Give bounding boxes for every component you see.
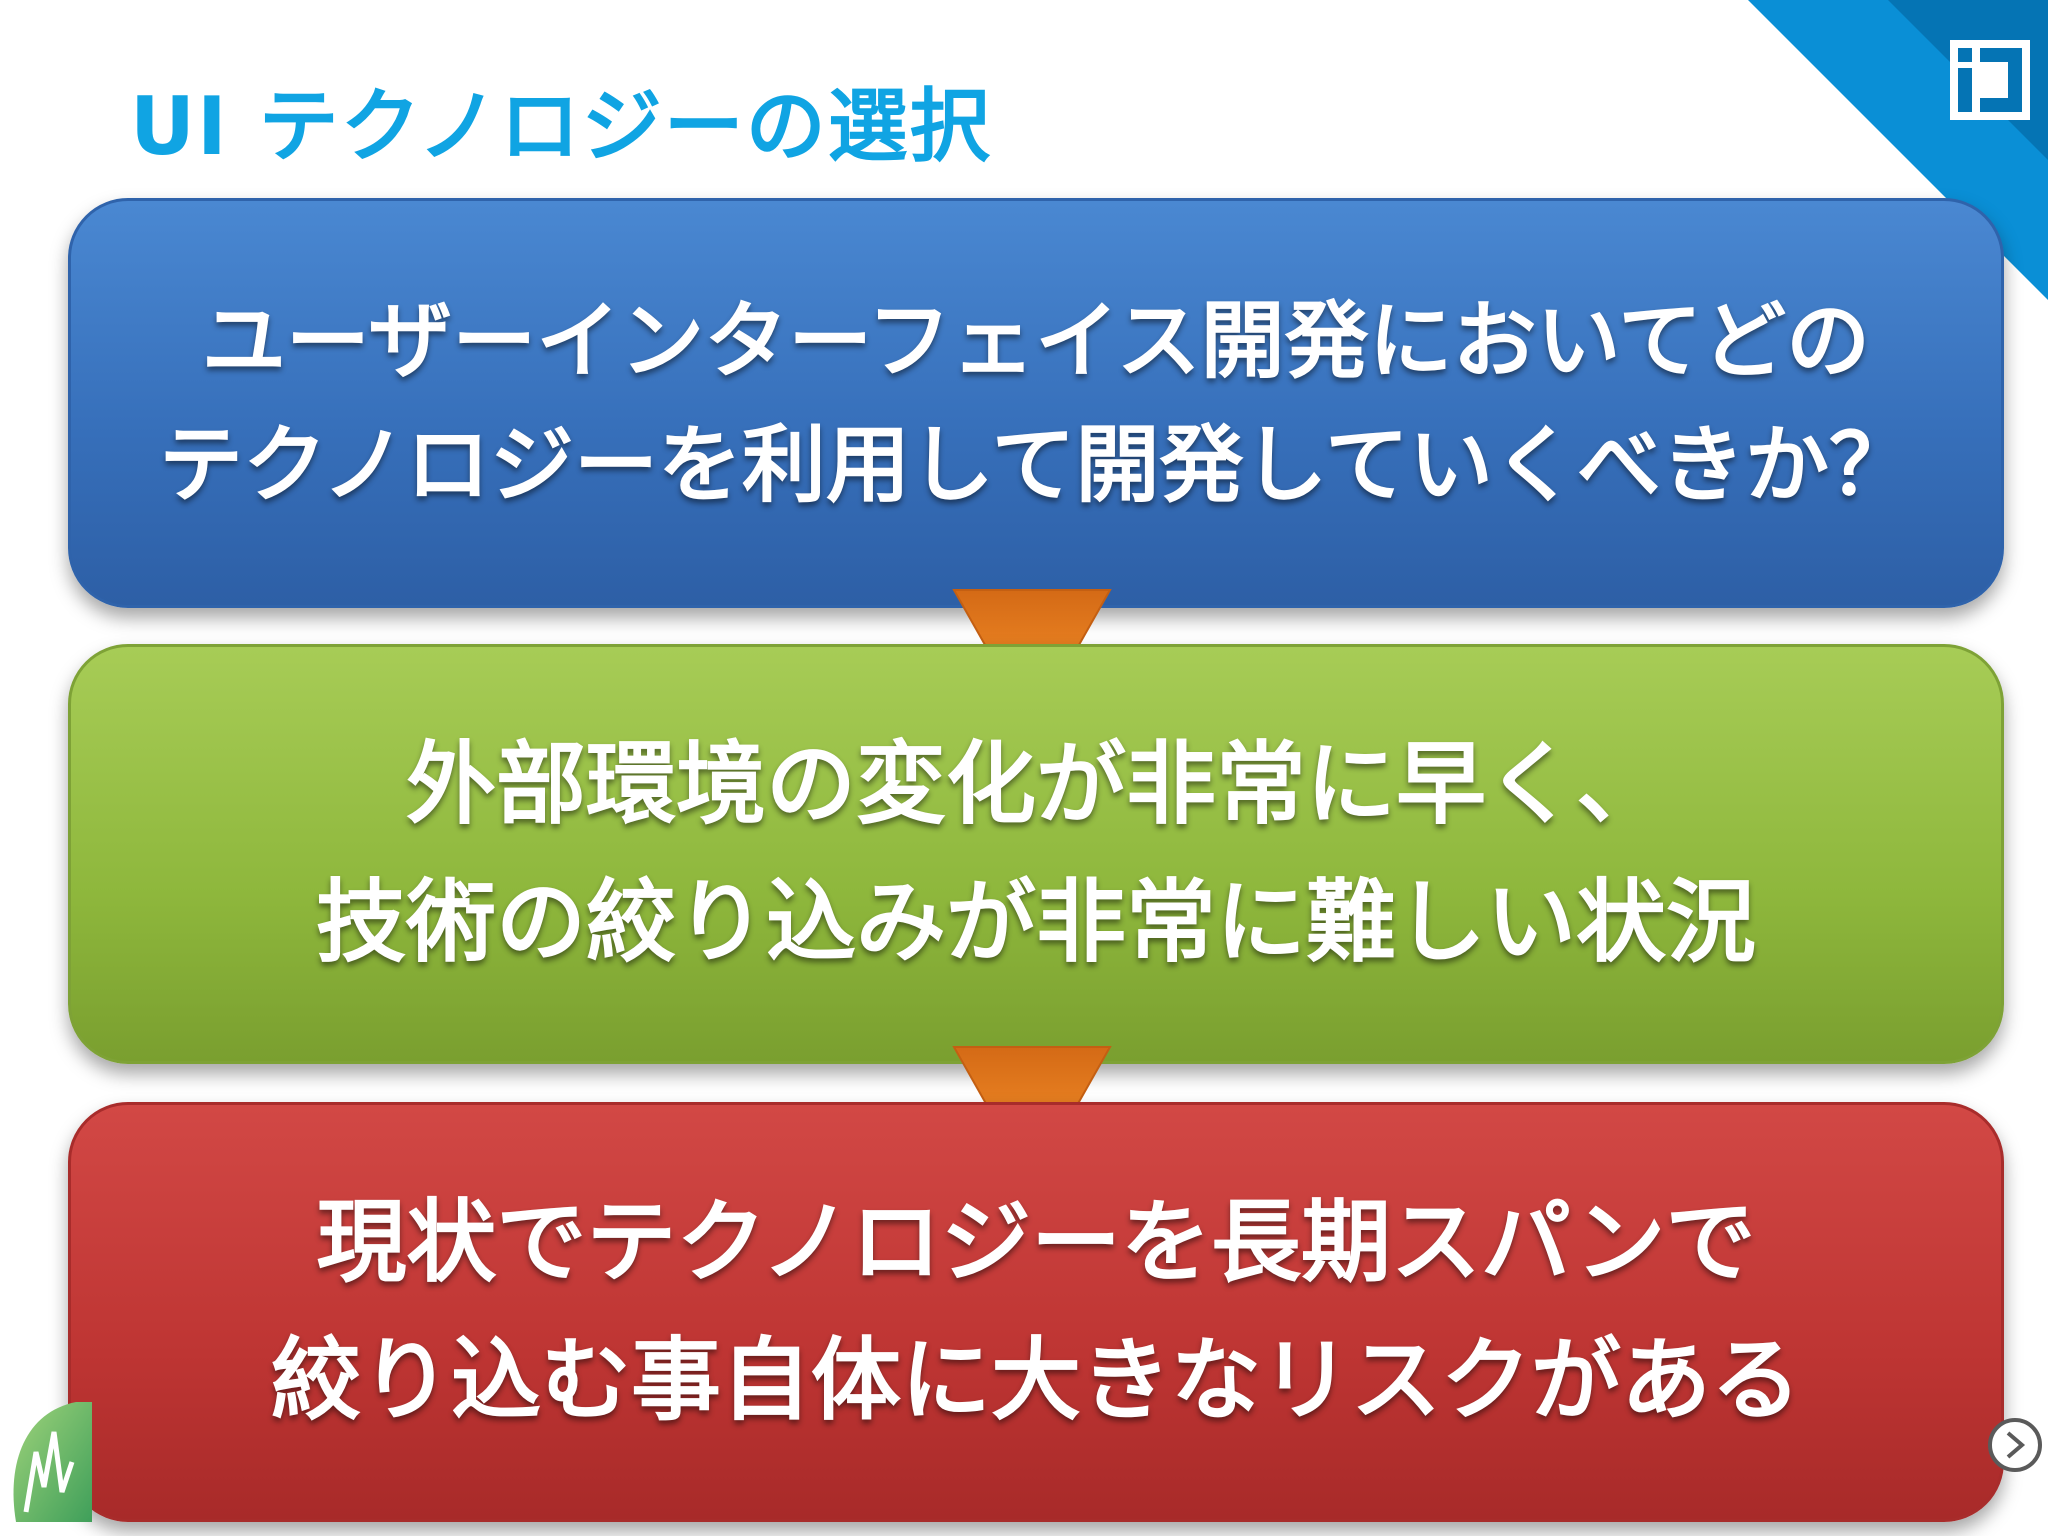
conclusion-box: 現状でテクノロジーを長期スパンで 絞り込む事自体に大きなリスクがある [68,1102,2004,1522]
page-title: UI テクノロジーの選択 [130,80,992,173]
question-line-1: ユーザーインターフェイス開発においてどの [201,292,1871,390]
conclusion-line-1: 現状でテクノロジーを長期スパンで [316,1190,1756,1295]
next-slide-button[interactable] [1988,1418,2042,1472]
chevron-right-icon [2006,1431,2026,1459]
question-box: ユーザーインターフェイス開発においてどの テクノロジーを利用して開発していくべき… [68,198,2004,608]
situation-box: 外部環境の変化が非常に早く、 技術の絞り込みが非常に難しい状況 [68,644,2004,1064]
situation-line-1: 外部環境の変化が非常に早く、 [406,732,1666,837]
conclusion-line-2: 絞り込む事自体に大きなリスクがある [271,1328,1801,1433]
question-line-2: テクノロジーを利用して開発していくべきか？ [159,416,1913,514]
partial-logo-icon [13,1402,92,1522]
situation-line-2: 技術の絞り込みが非常に難しい状況 [316,870,1756,975]
brand-logo-icon [1950,40,2030,120]
